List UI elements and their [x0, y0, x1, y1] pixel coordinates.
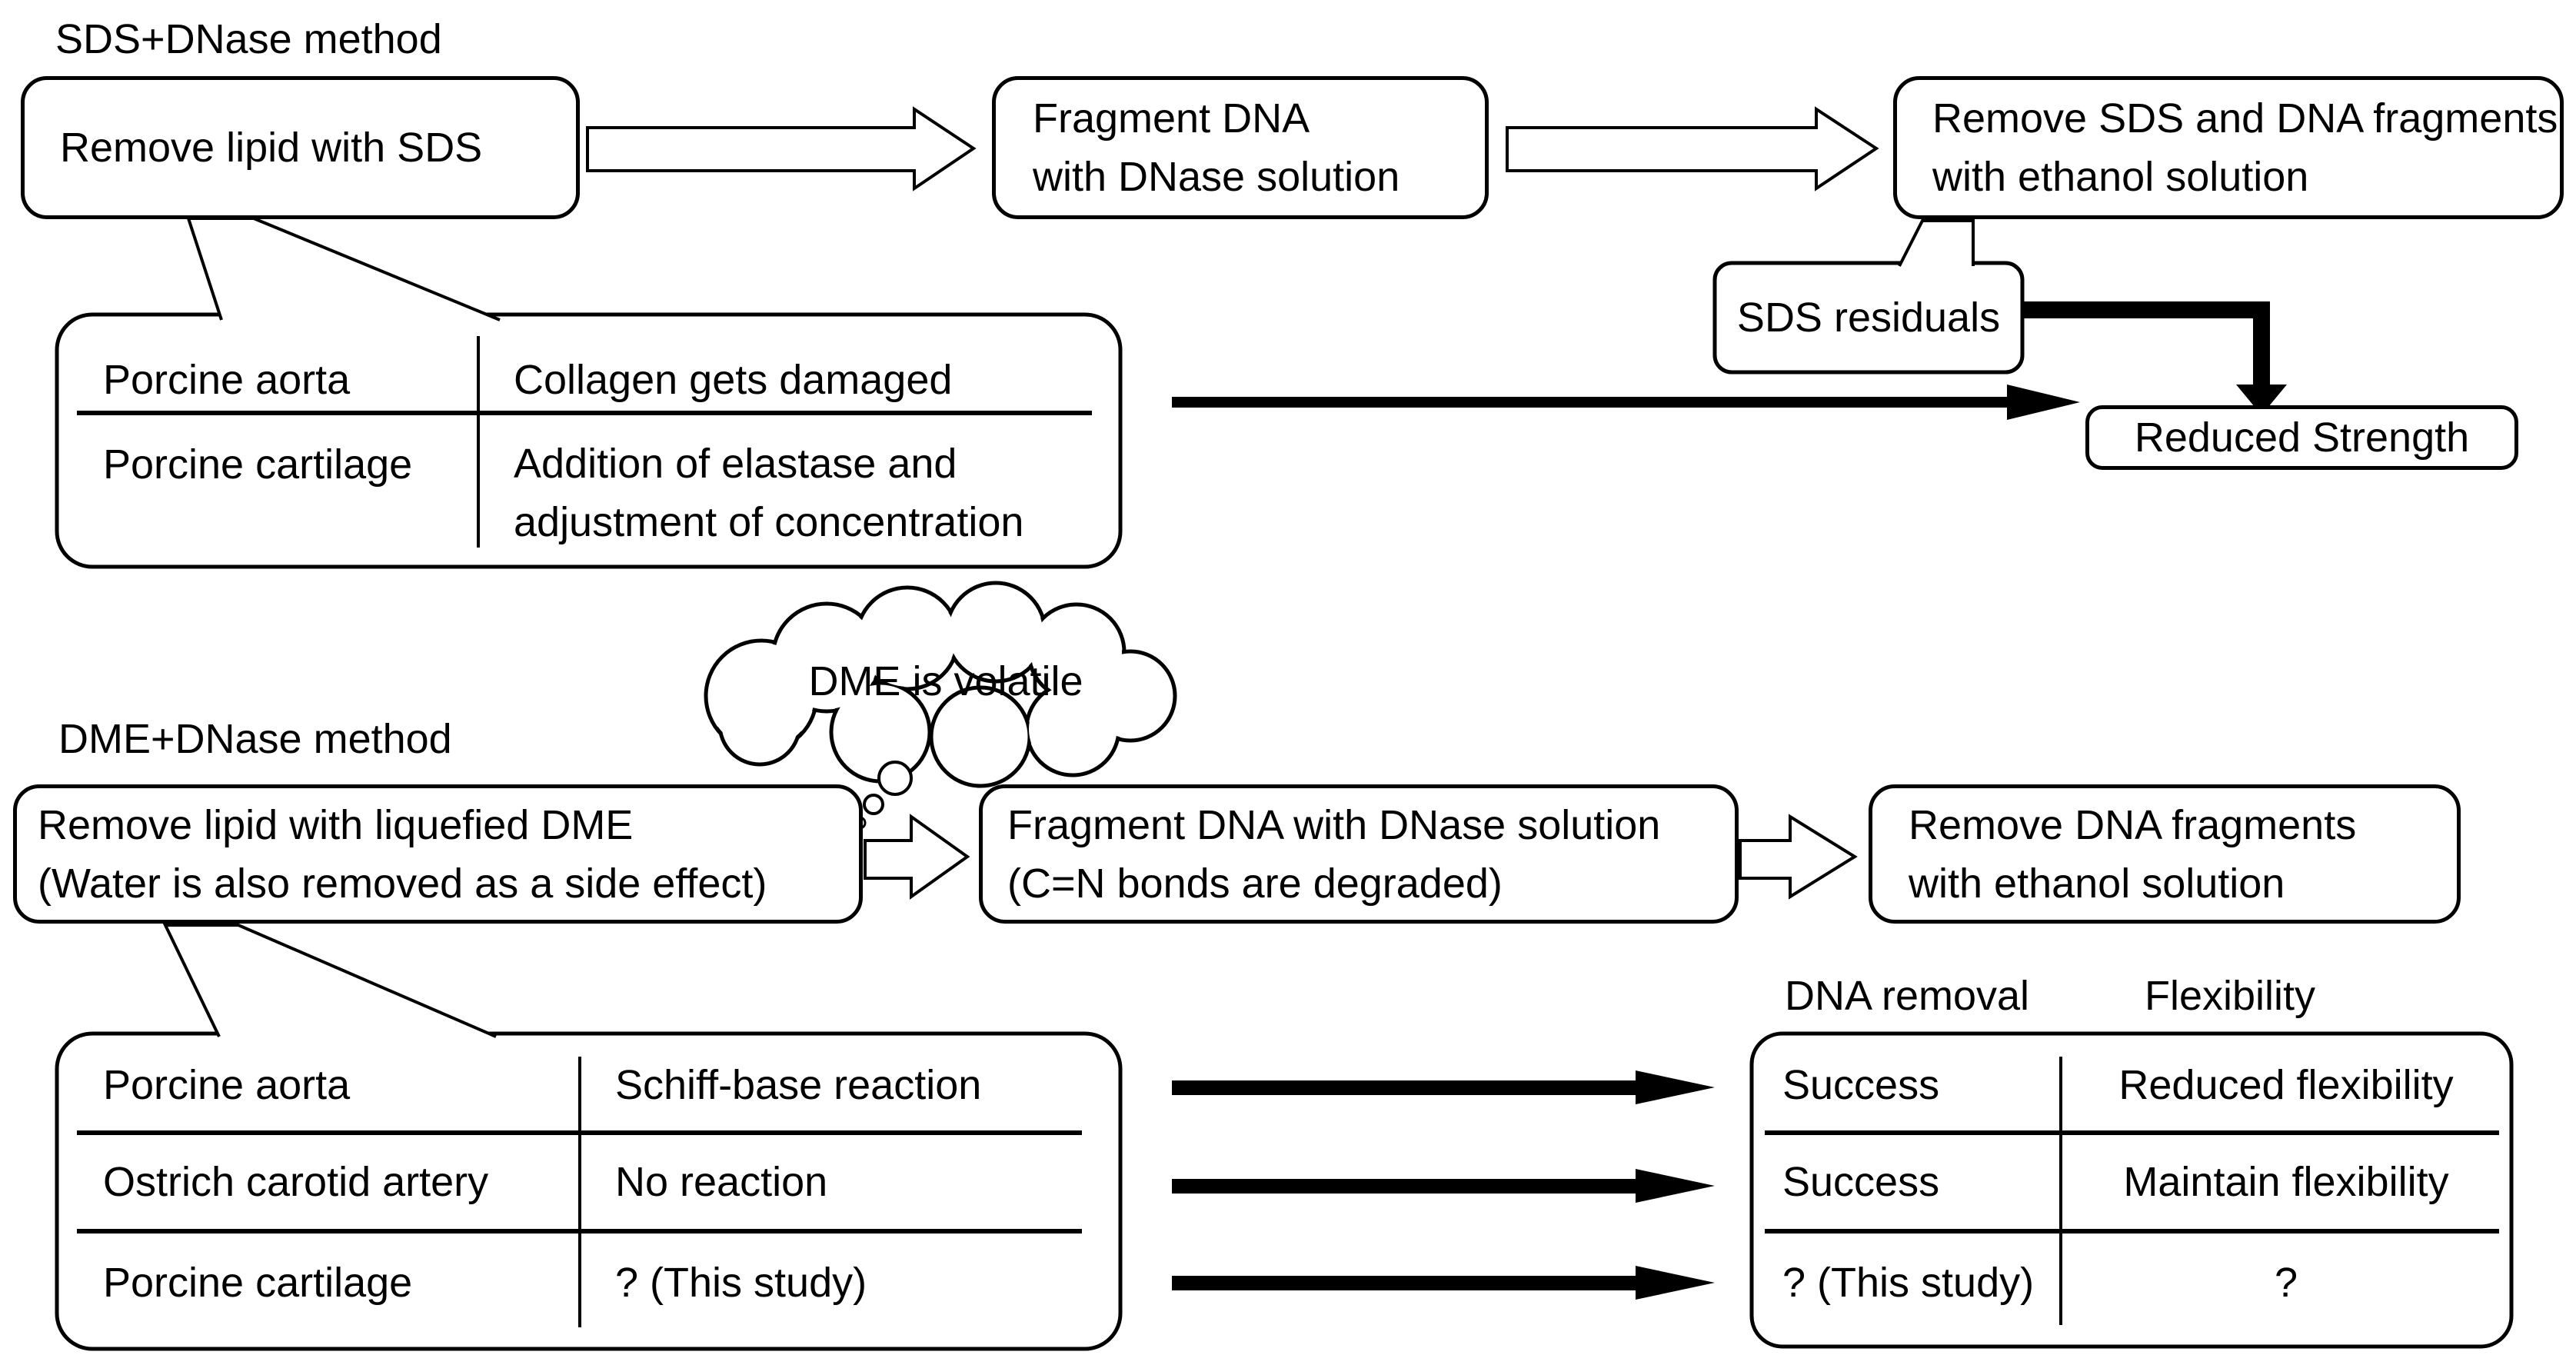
results-cell-dna-removal: Success	[1782, 1062, 1940, 1108]
step-text-line: (C=N bonds are degraded)	[1007, 860, 1503, 907]
open-arrow-icon	[1739, 814, 1858, 900]
table-cell-sample: Porcine aorta	[103, 357, 351, 403]
thought-cloud-label: DME is volatile	[808, 658, 1083, 704]
table-cell-line: Addition of elastase and	[514, 441, 957, 487]
results-cell-flexibility: Maintain flexibility	[2123, 1159, 2449, 1205]
table-divider-lines	[77, 336, 2499, 1327]
results-header-dna-removal: DNA removal	[1784, 973, 2030, 1019]
step-text-line: with DNase solution	[1033, 154, 1400, 200]
callout-tail	[162, 924, 497, 1038]
step-text-line: with ethanol solution	[1909, 860, 2285, 907]
table-cell-sample: Porcine cartilage	[103, 441, 413, 488]
step-box-remove-lipid-dme: Remove lipid with liquefied DME (Water i…	[13, 784, 863, 924]
table-cell-sample: Ostrich carotid artery	[103, 1159, 489, 1205]
step-box-fragment-dna: Fragment DNA with DNase solution	[992, 76, 1489, 219]
table-cell-sample: Porcine cartilage	[103, 1260, 413, 1306]
thought-cloud-icon	[704, 581, 1177, 830]
table-cell-result: No reaction	[615, 1159, 828, 1205]
open-arrow-icon	[1506, 106, 1879, 191]
table-cell-result: ? (This study)	[615, 1260, 867, 1306]
step-box-remove-dna-fragments: Remove DNA fragments with ethanol soluti…	[1869, 784, 2461, 924]
step-box-fragment-dna-dme: Fragment DNA with DNase solution (C=N bo…	[979, 784, 1739, 924]
outcome-text: Reduced Strength	[2134, 414, 2470, 461]
outcome-box-reduced-strength: Reduced Strength	[2085, 405, 2518, 470]
table-cell-issue: Addition of elastase and adjustment of c…	[514, 434, 1023, 551]
results-table-box	[1749, 1031, 2514, 1349]
step-text-line: Remove lipid with liquefied DME	[38, 801, 634, 848]
table-cell-issue: Collagen gets damaged	[514, 357, 953, 403]
issues-callout-bubble	[55, 312, 1123, 569]
solid-arrow-icon	[1172, 385, 2080, 420]
table-cell-line: adjustment of concentration	[514, 499, 1024, 545]
reaction-callout-bubble	[55, 1031, 1123, 1351]
callout-tail	[186, 217, 501, 321]
results-cell-dna-removal: ? (This study)	[1782, 1260, 2035, 1306]
step-text-line: Fragment DNA with DNase solution	[1007, 801, 1661, 848]
step-text-line: Remove SDS and DNA fragments	[1932, 95, 2558, 141]
table-cell-sample: Porcine aorta	[103, 1062, 351, 1108]
open-arrow-icon	[864, 814, 970, 900]
solid-arrow-icon	[1172, 1169, 1715, 1203]
table-cell-result: Schiff-base reaction	[615, 1062, 982, 1108]
open-arrow-icon	[586, 106, 977, 191]
results-cell-flexibility: Reduced flexibility	[2118, 1062, 2454, 1108]
step-text: Remove lipid with SDS	[60, 125, 483, 171]
step-box-remove-sds-fragments: Remove SDS and DNA fragments with ethano…	[1893, 76, 2564, 219]
step-text-line: Fragment DNA	[1033, 95, 1310, 141]
sds-method-title: SDS+DNase method	[55, 16, 442, 62]
results-cell-flexibility: ?	[2274, 1260, 2298, 1306]
step-text-line: (Water is also removed as a side effect)	[38, 860, 767, 907]
step-text-line: Remove DNA fragments	[1909, 801, 2357, 848]
step-box-remove-lipid-sds: Remove lipid with SDS	[21, 76, 580, 219]
results-header-flexibility: Flexibility	[2144, 973, 2316, 1019]
results-cell-dna-removal: Success	[1782, 1159, 1940, 1205]
sds-residuals-label: SDS residuals	[1736, 295, 2001, 341]
callout-tail	[1898, 219, 1975, 267]
step-text-line: with ethanol solution	[1932, 154, 2309, 200]
solid-arrow-icon	[1172, 1266, 1715, 1300]
solid-arrow-icon	[1172, 1070, 1715, 1104]
elbow-arrow-icon	[2022, 301, 2287, 415]
dme-method-title: DME+DNase method	[58, 716, 452, 762]
